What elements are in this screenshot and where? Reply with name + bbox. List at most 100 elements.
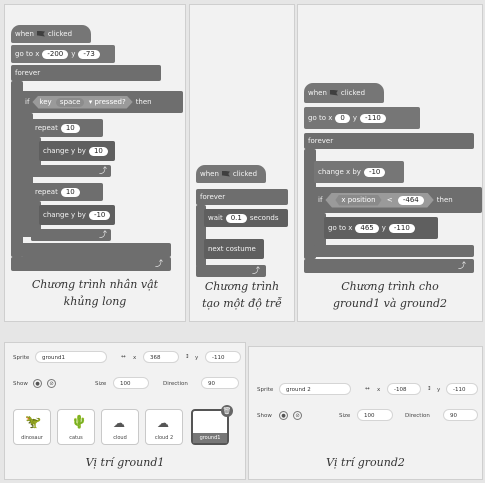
caption-ground1-position: Vị trí ground1 xyxy=(85,456,165,469)
cloud-icon: ☁ xyxy=(157,416,169,430)
next-costume-block[interactable]: next costume xyxy=(204,239,264,259)
size-field[interactable]: 100 xyxy=(357,409,393,421)
goto-label: go to x xyxy=(308,113,333,122)
if-arm xyxy=(314,213,326,247)
sprite-tile-catus[interactable]: 🌵 catus xyxy=(57,409,95,445)
if-then-block[interactable]: if x position < -464 then xyxy=(314,187,482,213)
change-x-input[interactable]: -10 xyxy=(363,167,386,177)
horizontal-arrows-icon: ↔ xyxy=(121,354,126,360)
vertical-arrows-icon: ↕ xyxy=(185,354,190,360)
sprite-name-field[interactable]: ground1 xyxy=(35,351,107,363)
go-to-xy-block[interactable]: go to x 0 y -110 xyxy=(304,107,420,129)
sprite-tile-label: cloud xyxy=(113,435,127,441)
less-than-condition[interactable]: x position < -464 xyxy=(325,192,434,208)
sprite-info-ground1-panel: Sprite ground1 ↔ x 368 ↕ y -110 Show ● ⊘… xyxy=(4,342,246,480)
goto-x-input[interactable]: 0 xyxy=(335,113,350,123)
loop-arrow-icon: ⤴ xyxy=(252,266,260,275)
hat-suffix: clicked xyxy=(47,29,73,38)
wait-input[interactable]: 0.1 xyxy=(225,213,247,223)
if-foot xyxy=(314,245,474,257)
forever-label: forever xyxy=(15,68,41,77)
sprite-info-ground2-panel: Sprite ground 2 ↔ x -108 ↕ y -110 Show ●… xyxy=(248,346,483,480)
y-field[interactable]: -110 xyxy=(446,383,478,395)
change-x-block[interactable]: change x by -10 xyxy=(314,161,404,183)
cactus-icon: 🌵 xyxy=(71,415,88,430)
wait-block[interactable]: wait 0.1 seconds xyxy=(204,209,288,227)
caption-ground2-position: Vị trí ground2 xyxy=(326,456,405,469)
x-field[interactable]: 368 xyxy=(143,351,179,363)
green-flag-icon xyxy=(36,30,45,37)
x-position-reporter[interactable]: x position xyxy=(335,194,382,206)
direction-field[interactable]: 90 xyxy=(201,377,239,389)
key-pressed-condition[interactable]: key space ▾ pressed? xyxy=(32,95,133,109)
goto-label: go to x xyxy=(15,49,40,58)
show-visible-icon[interactable]: ● xyxy=(33,379,42,388)
sprite-tile-ground1[interactable]: 🗑 ground1 xyxy=(191,405,233,445)
show-label: Show xyxy=(257,413,272,419)
change-y-input[interactable]: 10 xyxy=(88,146,108,156)
when-flag-clicked-block[interactable]: when clicked xyxy=(196,165,266,183)
repeat-count-input[interactable]: 10 xyxy=(60,123,80,133)
repeat-block-1[interactable]: repeat 10 xyxy=(31,119,103,137)
vertical-arrows-icon: ↕ xyxy=(427,386,432,392)
goto-x-input[interactable]: 465 xyxy=(355,223,379,233)
then-label: then xyxy=(135,97,152,106)
sprite-tile-label: cloud 2 xyxy=(154,435,174,441)
forever-foot xyxy=(11,257,171,271)
sprite-name-field[interactable]: ground 2 xyxy=(279,383,351,395)
goto-y-input[interactable]: -110 xyxy=(359,113,386,123)
when-flag-clicked-block[interactable]: when clicked xyxy=(304,83,384,103)
show-visible-icon[interactable]: ● xyxy=(279,411,288,420)
key-label: key xyxy=(39,97,52,106)
change-y-block-2[interactable]: change y by -10 xyxy=(39,205,115,225)
size-label: Size xyxy=(339,413,351,419)
goto-y-label: y xyxy=(352,113,357,122)
then-label: then xyxy=(436,195,453,204)
sprite-tile-cloud[interactable]: ☁ cloud xyxy=(101,409,139,445)
hide-icon[interactable]: ⊘ xyxy=(47,379,56,388)
direction-field[interactable]: 90 xyxy=(443,409,478,421)
go-to-xy-block[interactable]: go to x -200 y -73 xyxy=(11,45,115,63)
y-field[interactable]: -110 xyxy=(205,351,241,363)
loop-arrow-icon: ⤴ xyxy=(99,166,107,175)
x-label: x xyxy=(377,387,381,393)
if-then-block[interactable]: if key space ▾ pressed? then xyxy=(21,91,183,113)
goto-y-input[interactable]: -110 xyxy=(388,223,415,233)
if-foot xyxy=(21,243,171,257)
forever-arm xyxy=(11,81,23,257)
y-label: y xyxy=(437,387,441,393)
key-dropdown[interactable]: space xyxy=(55,97,85,107)
caption-line: Chương trình nhân vật xyxy=(31,278,159,291)
repeat-block-2[interactable]: repeat 10 xyxy=(31,183,103,201)
ground-program-panel: when clicked go to x 0 y -110 forever ch… xyxy=(297,4,483,322)
dinosaur-program-panel: when clicked go to x -200 y -73 forever … xyxy=(4,4,186,322)
sprite-tile-dinosaur[interactable]: 🦖 dinosaur xyxy=(13,409,51,445)
forever-block[interactable]: forever xyxy=(304,133,474,149)
repeat-count-input[interactable]: 10 xyxy=(60,187,80,197)
go-to-xy-block-2[interactable]: go to x 465 y -110 xyxy=(324,217,438,239)
repeat-label: repeat xyxy=(35,123,58,132)
forever-foot xyxy=(304,259,474,273)
goto-y-label: y xyxy=(71,49,76,58)
when-flag-clicked-block[interactable]: when clicked xyxy=(11,25,91,43)
forever-block[interactable]: forever xyxy=(196,189,288,205)
sprite-tile-cloud-2[interactable]: ☁ cloud 2 xyxy=(145,409,183,445)
change-y-input[interactable]: -10 xyxy=(88,210,111,220)
x-label: x xyxy=(133,355,137,361)
repeat1-foot xyxy=(31,165,111,177)
trash-icon[interactable]: 🗑 xyxy=(221,405,233,417)
goto-x-input[interactable]: -200 xyxy=(42,49,69,59)
goto-y-input[interactable]: -73 xyxy=(78,49,100,59)
green-flag-icon xyxy=(329,89,338,96)
green-flag-icon xyxy=(221,170,230,177)
forever-block[interactable]: forever xyxy=(11,65,161,81)
change-y-block-1[interactable]: change y by 10 xyxy=(39,141,115,161)
x-field[interactable]: -108 xyxy=(387,383,421,395)
hide-icon[interactable]: ⊘ xyxy=(293,411,302,420)
compare-value-input[interactable]: -464 xyxy=(397,195,424,205)
repeat1-arm xyxy=(31,137,41,177)
less-than-operator: < xyxy=(386,195,393,204)
sprite-tile-label: dinosaur xyxy=(21,435,43,441)
dinosaur-icon: 🦖 xyxy=(25,415,42,430)
size-field[interactable]: 100 xyxy=(113,377,149,389)
